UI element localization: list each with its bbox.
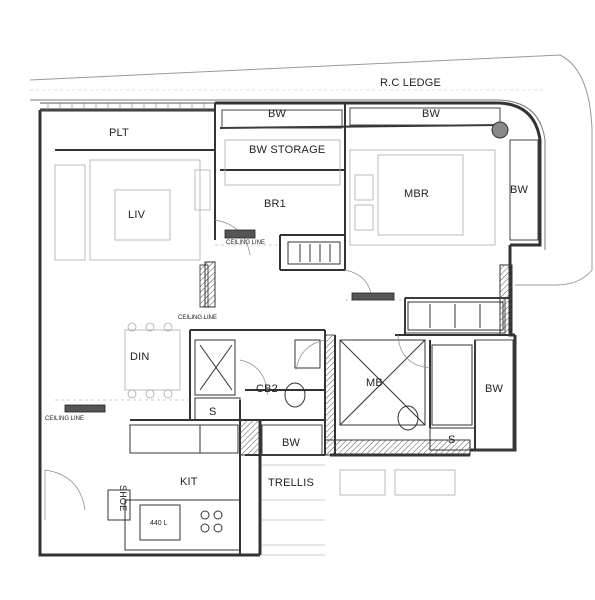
window-bays: [221, 107, 539, 456]
balcony-railing: [40, 102, 215, 111]
annotation-ceiling-line-3: CEILING LINE: [45, 416, 85, 422]
ceiling-markers: [64, 229, 395, 413]
label-mb: MB: [366, 377, 383, 389]
label-liv: LIV: [128, 209, 146, 221]
label-bw-top-right: BW: [422, 108, 441, 120]
trellis-grid: [262, 464, 325, 556]
label-bw-storage: BW STORAGE: [249, 144, 326, 156]
label-mbr: MBR: [404, 188, 430, 200]
label-bw-mid-right: BW: [485, 383, 504, 395]
label-bw-lower: BW: [282, 437, 301, 449]
label-br1: BR1: [264, 198, 286, 210]
door-swings: [44, 219, 431, 520]
hatched-walls: [204, 261, 513, 456]
label-fridge: 440 L: [150, 520, 168, 527]
label-rc-ledge: R.C LEDGE: [380, 77, 442, 89]
br1-wardrobe: [287, 241, 341, 265]
label-plt: PLT: [109, 127, 129, 139]
rc-ledge-inner: [30, 99, 546, 250]
label-bw-right: BW: [510, 184, 529, 196]
mbr-wardrobe: [407, 301, 504, 331]
label-kit: KIT: [180, 476, 198, 488]
label-s-left: S: [209, 406, 217, 418]
mb-fixtures: [339, 339, 476, 451]
rc-ledge-outline: [29, 54, 593, 286]
column-circle: [491, 121, 509, 139]
annotation-ceiling-line-1: CEILING LINE: [226, 240, 266, 246]
label-shoe: SHOE: [118, 485, 128, 512]
annotation-ceiling-line-2: CEILING LINE: [178, 315, 218, 321]
cb2-fixtures: [194, 339, 321, 421]
ceiling-lines: [55, 244, 405, 401]
kitchen-counters: [107, 424, 241, 551]
label-bw-top-left: BW: [268, 108, 287, 120]
label-trellis: TRELLIS: [268, 477, 315, 489]
label-s-right: S: [448, 434, 456, 446]
furniture: [54, 139, 496, 496]
label-cb2: CB2: [256, 383, 278, 395]
label-din: DIN: [130, 351, 150, 363]
